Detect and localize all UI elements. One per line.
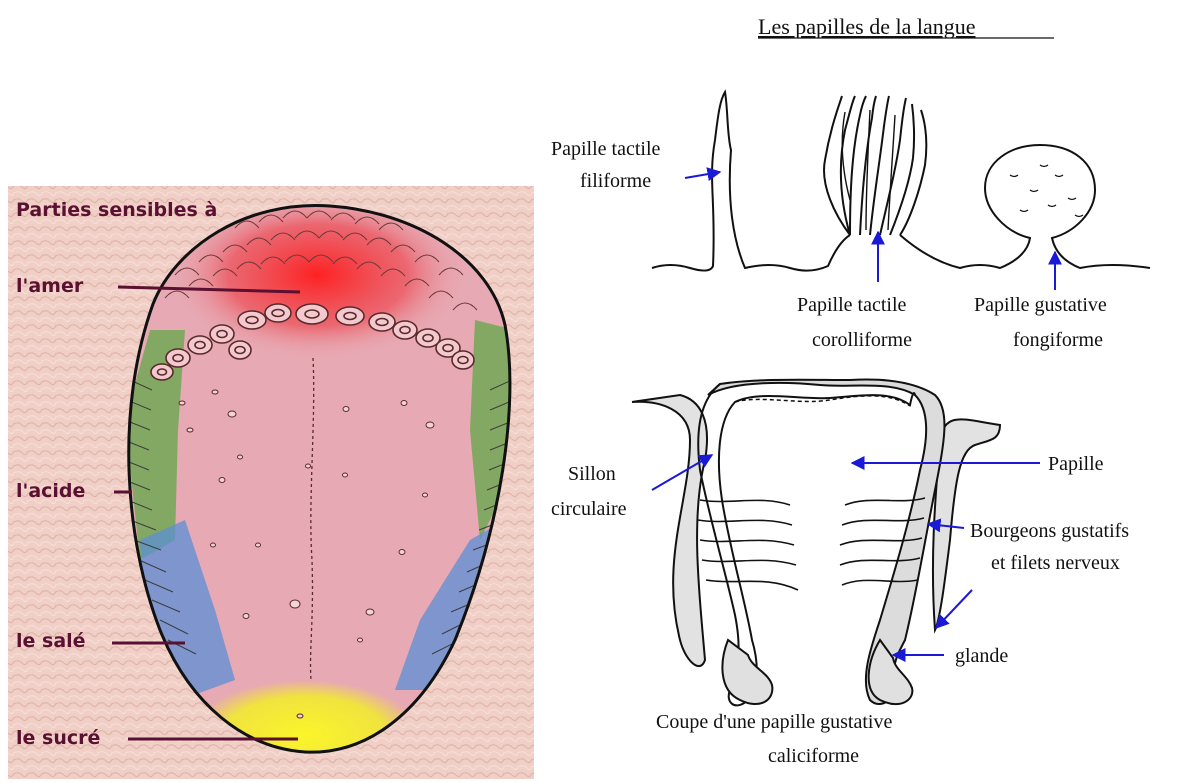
papillae-panel: Les papilles de la langue Papille tactil…: [551, 14, 1150, 767]
label-corolliform-line2: corolliforme: [812, 329, 912, 351]
label-coupe-line2: caliciforme: [768, 745, 859, 767]
label-acid: l'acide: [16, 480, 85, 502]
label-fungiform-line1: Papille gustative: [974, 294, 1107, 316]
trench-wall-left: [632, 395, 707, 666]
label-sillon-line2: circulaire: [551, 498, 627, 520]
label-filiform-line1: Papille tactile: [551, 138, 661, 160]
label-bourgeons-line1: Bourgeons gustatifs: [970, 520, 1129, 542]
tongue-panel: Parties sensibles à l'amer l'acide le sa…: [8, 186, 534, 783]
papillae-surface: [652, 92, 1150, 271]
label-fungiform-line2: fongiforme: [1013, 329, 1103, 351]
label-bourgeons-line2: et filets nerveux: [991, 552, 1120, 574]
filiform-papilla: [652, 92, 850, 271]
panel-title: Les papilles de la langue: [758, 14, 975, 39]
label-salty: le salé: [16, 630, 86, 652]
corolliform-papilla: [824, 96, 926, 235]
label-sweet: le sucré: [16, 727, 100, 749]
tongue-heading: Parties sensibles à: [16, 199, 217, 221]
label-bitter: l'amer: [16, 275, 84, 297]
label-filiform-line2: filiforme: [580, 170, 651, 192]
fungiform-taste-buds: [1010, 165, 1083, 217]
label-sillon-line1: Sillon: [568, 463, 616, 485]
circumvallate-section: [632, 380, 1000, 706]
arrow-filiform: [685, 172, 720, 178]
gland-left: [722, 640, 772, 704]
label-coupe-line1: Coupe d'une papille gustative: [656, 711, 892, 733]
label-corolliform-line1: Papille tactile: [797, 294, 907, 316]
fungiform-papilla: [900, 145, 1150, 268]
label-papille: Papille: [1048, 453, 1104, 475]
label-glande: glande: [955, 645, 1008, 667]
taste-buds-left: [698, 500, 798, 590]
